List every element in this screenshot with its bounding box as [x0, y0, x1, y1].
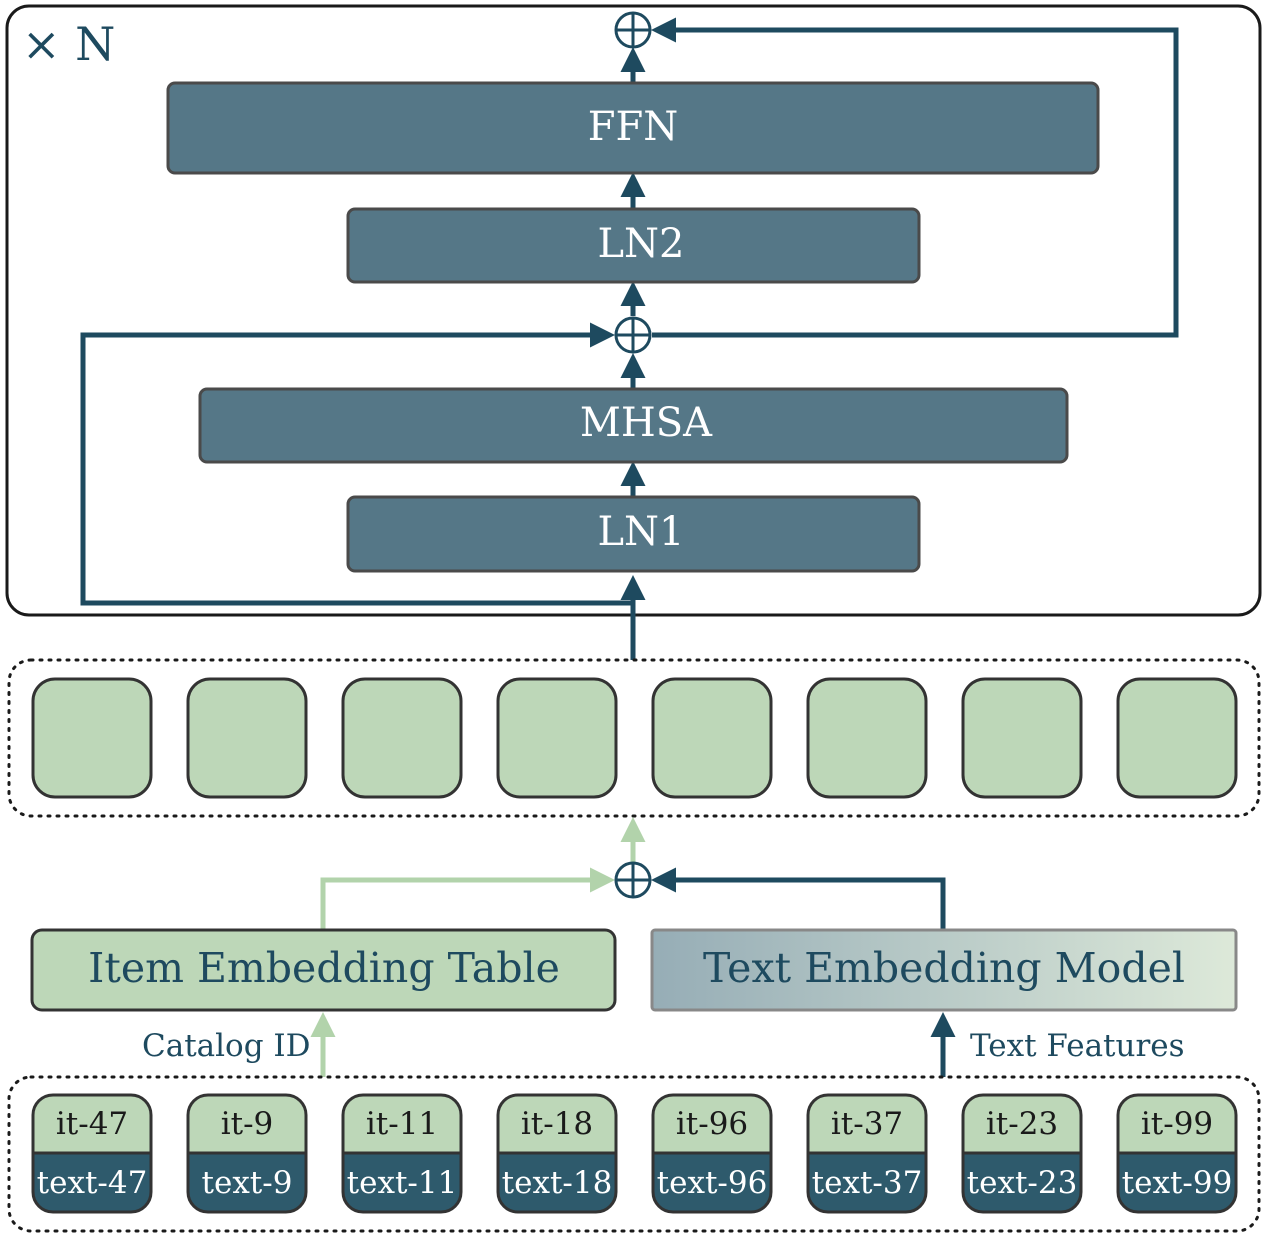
token-text-cell [498, 1153, 616, 1212]
sequence-slot [961, 677, 1083, 799]
token-id-cell [188, 1095, 306, 1153]
sequence-slot [651, 677, 773, 799]
token-id-label: it-11 [366, 1106, 438, 1142]
token-frame [7, 1075, 1261, 1233]
add-node-embedding [614, 861, 652, 899]
text-embedding-model-label: Text Embedding Model [703, 944, 1185, 992]
mhsa-block: MHSA [198, 387, 1069, 464]
input-token: it-47 text-47 [31, 1093, 153, 1214]
token-text-label: text-18 [502, 1165, 613, 1201]
sequence-slot [806, 677, 928, 799]
sequence-slot [31, 677, 153, 799]
token-text-cell [653, 1153, 771, 1212]
token-id-label: it-96 [676, 1106, 748, 1142]
residual-path-1 [80, 322, 633, 606]
text-embedding-model: Text Embedding Model [650, 928, 1238, 1012]
token-id-label: it-23 [986, 1106, 1058, 1142]
input-tokens: it-47 text-47 it-9 text-9 it-11 text-11 it-18 t… [31, 1093, 1238, 1214]
token-id-label: it-47 [56, 1106, 128, 1142]
token-text-label: text-11 [347, 1165, 458, 1201]
ffn-label: FFN [588, 104, 679, 150]
text-features-label: Text Features [970, 1028, 1185, 1064]
token-id-cell [33, 1095, 151, 1153]
item-embedding-path [320, 867, 615, 930]
add-node-middle [614, 316, 652, 354]
sequence-slots [31, 677, 1238, 799]
token-text-cell [963, 1153, 1081, 1212]
token-text-label: text-9 [202, 1165, 293, 1201]
input-token: it-11 text-11 [341, 1093, 463, 1214]
input-token: it-18 text-18 [496, 1093, 618, 1214]
add-node-top [614, 11, 652, 49]
token-text-cell [188, 1153, 306, 1212]
token-id-cell [498, 1095, 616, 1153]
sequence-slot [341, 677, 463, 799]
catalog-id-label: Catalog ID [142, 1028, 311, 1064]
repeat-label: × N [22, 17, 115, 71]
input-token: it-96 text-96 [651, 1093, 773, 1214]
token-text-label: text-47 [37, 1165, 148, 1201]
sequence-slot [1116, 677, 1238, 799]
token-id-label: it-99 [1141, 1106, 1213, 1142]
token-id-cell [963, 1095, 1081, 1153]
token-id-label: it-18 [521, 1106, 593, 1142]
text-embedding-path [651, 867, 946, 930]
token-text-label: text-99 [1122, 1165, 1233, 1201]
mhsa-label: MHSA [580, 400, 713, 446]
token-text-label: text-96 [657, 1165, 768, 1201]
input-token: it-23 text-23 [961, 1093, 1083, 1214]
token-text-cell [33, 1153, 151, 1212]
sequence-slot [186, 677, 308, 799]
sequence-slot [496, 677, 618, 799]
token-id-cell [1118, 1095, 1236, 1153]
item-embedding-table-label: Item Embedding Table [88, 944, 560, 992]
token-id-cell [653, 1095, 771, 1153]
ffn-block: FFN [166, 81, 1100, 175]
token-text-cell [343, 1153, 461, 1212]
input-token: it-37 text-37 [806, 1093, 928, 1214]
ln2-block: LN2 [346, 207, 921, 284]
token-id-cell [808, 1095, 926, 1153]
residual-path-2 [651, 17, 1179, 338]
token-text-label: text-23 [967, 1165, 1078, 1201]
ln1-block: LN1 [346, 495, 921, 573]
input-token: it-9 text-9 [186, 1093, 308, 1214]
token-id-label: it-37 [831, 1106, 903, 1142]
token-text-cell [1118, 1153, 1236, 1212]
input-token: it-99 text-99 [1116, 1093, 1238, 1214]
token-id-label: it-9 [221, 1106, 274, 1142]
item-embedding-table: Item Embedding Table [30, 928, 617, 1012]
ln1-label: LN1 [597, 509, 684, 555]
sequence-frame [7, 658, 1261, 818]
ln2-label: LN2 [597, 221, 684, 267]
token-text-cell [808, 1153, 926, 1212]
token-text-label: text-37 [812, 1165, 923, 1201]
token-id-cell [343, 1095, 461, 1153]
